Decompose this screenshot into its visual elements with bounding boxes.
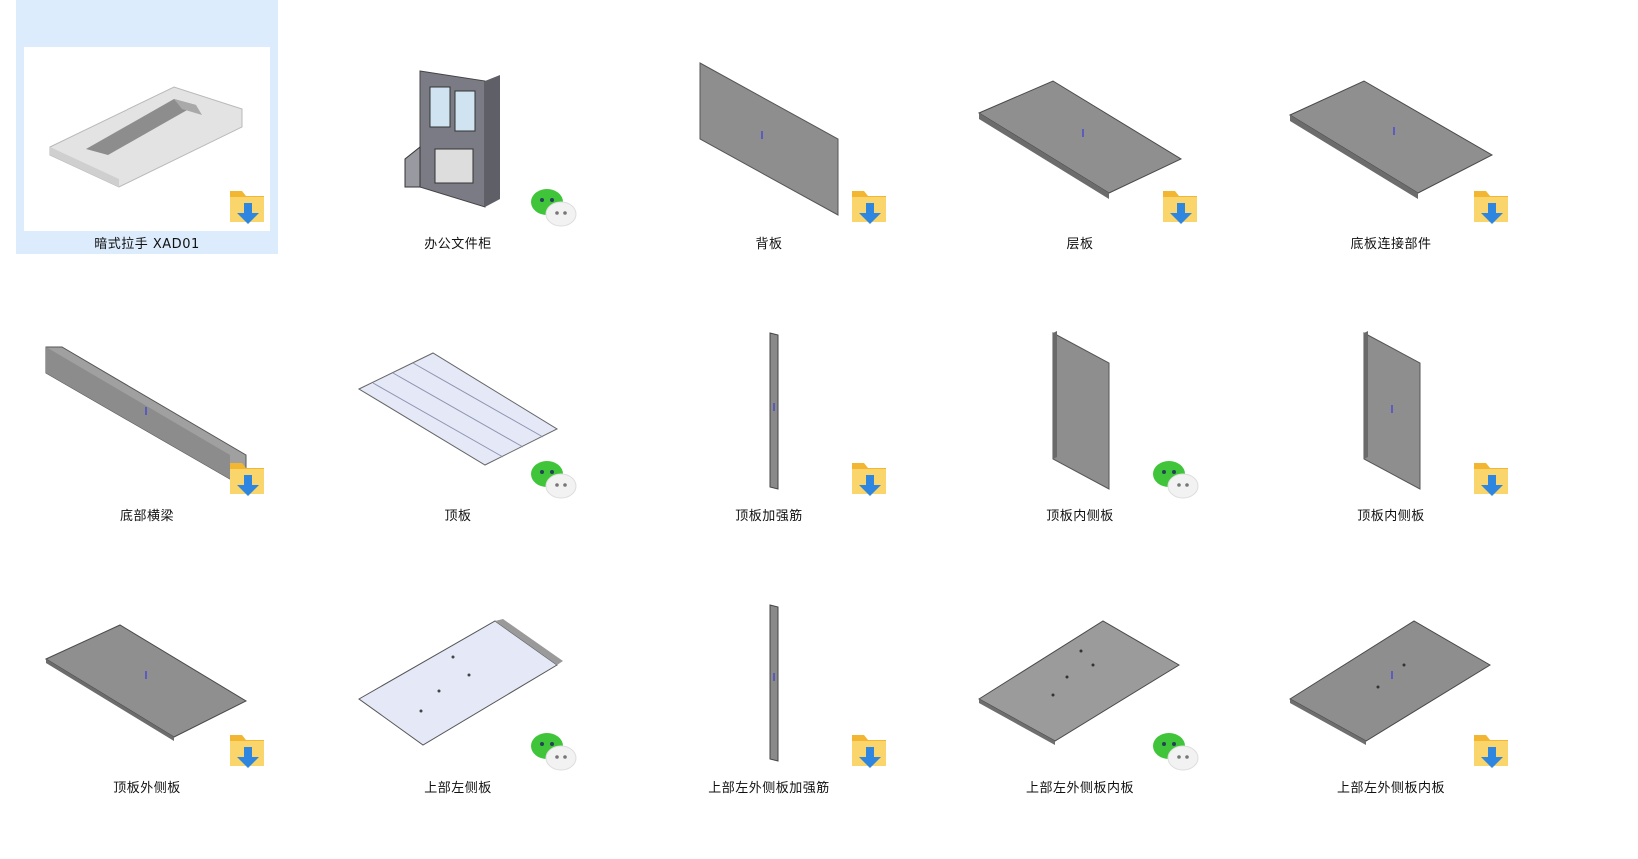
file-tile[interactable]: 顶板加强筋 — [638, 272, 900, 526]
file-name: 层板 — [1066, 237, 1094, 252]
file-name: 上部左外侧板内板 — [1336, 781, 1445, 796]
file-tile[interactable]: 办公文件柜 — [327, 0, 589, 254]
download-folder-icon — [228, 729, 268, 775]
wechat-icon — [1151, 730, 1203, 778]
file-thumbnail — [335, 319, 581, 503]
file-name: 暗式拉手 XAD01 — [94, 237, 200, 252]
file-tile[interactable]: 底板连接部件 — [1260, 0, 1522, 254]
wechat-icon — [1151, 458, 1203, 506]
file-tile[interactable]: 暗式拉手 XAD01 — [16, 0, 278, 254]
file-tile[interactable]: 顶板 — [327, 272, 589, 526]
file-thumbnail — [957, 591, 1203, 775]
file-thumbnail — [335, 591, 581, 775]
download-folder-icon — [1472, 457, 1512, 503]
file-name: 底部横梁 — [119, 509, 174, 524]
file-name: 背板 — [755, 237, 783, 252]
file-name: 底板连接部件 — [1350, 237, 1432, 252]
file-thumbnail — [1268, 591, 1514, 775]
download-folder-icon — [228, 457, 268, 503]
file-thumbnail — [335, 47, 581, 231]
download-folder-icon — [850, 457, 890, 503]
file-thumbnail — [1268, 319, 1514, 503]
wechat-icon — [529, 458, 581, 506]
file-tile[interactable]: 顶板外侧板 — [16, 544, 278, 798]
file-name: 顶板内侧板 — [1357, 509, 1425, 524]
file-thumbnail — [24, 591, 270, 775]
file-name: 顶板 — [444, 509, 472, 524]
file-name: 上部左外侧板加强筋 — [708, 781, 830, 796]
file-tile[interactable]: 上部左外侧板内板 — [949, 544, 1211, 798]
file-thumbnail — [957, 47, 1203, 231]
file-name: 办公文件柜 — [424, 237, 492, 252]
wechat-icon — [529, 186, 581, 234]
file-tile[interactable]: 层板 — [949, 0, 1211, 254]
file-name: 顶板内侧板 — [1046, 509, 1114, 524]
download-folder-icon — [1472, 729, 1512, 775]
file-tile[interactable]: 顶板内侧板 — [949, 272, 1211, 526]
download-folder-icon — [850, 729, 890, 775]
file-thumbnail — [646, 319, 892, 503]
file-tile[interactable]: 上部左外侧板内板 — [1260, 544, 1522, 798]
file-tile[interactable]: 顶板内侧板 — [1260, 272, 1522, 526]
download-folder-icon — [1472, 185, 1512, 231]
file-name: 顶板外侧板 — [113, 781, 181, 796]
file-tile[interactable]: 上部左外侧板加强筋 — [638, 544, 900, 798]
file-tile[interactable]: 背板 — [638, 0, 900, 254]
file-thumbnail — [1268, 47, 1514, 231]
file-name: 上部左侧板 — [424, 781, 492, 796]
wechat-icon — [529, 730, 581, 778]
file-thumbnail — [957, 319, 1203, 503]
file-name: 上部左外侧板内板 — [1025, 781, 1134, 796]
file-tile[interactable]: 上部左侧板 — [327, 544, 589, 798]
file-thumbnail — [646, 591, 892, 775]
download-folder-icon — [1161, 185, 1201, 231]
download-folder-icon — [228, 185, 268, 231]
file-name: 顶板加强筋 — [735, 509, 803, 524]
file-thumbnail — [24, 47, 270, 231]
download-folder-icon — [850, 185, 890, 231]
file-thumbnail — [646, 47, 892, 231]
file-tile[interactable]: 底部横梁 — [16, 272, 278, 526]
